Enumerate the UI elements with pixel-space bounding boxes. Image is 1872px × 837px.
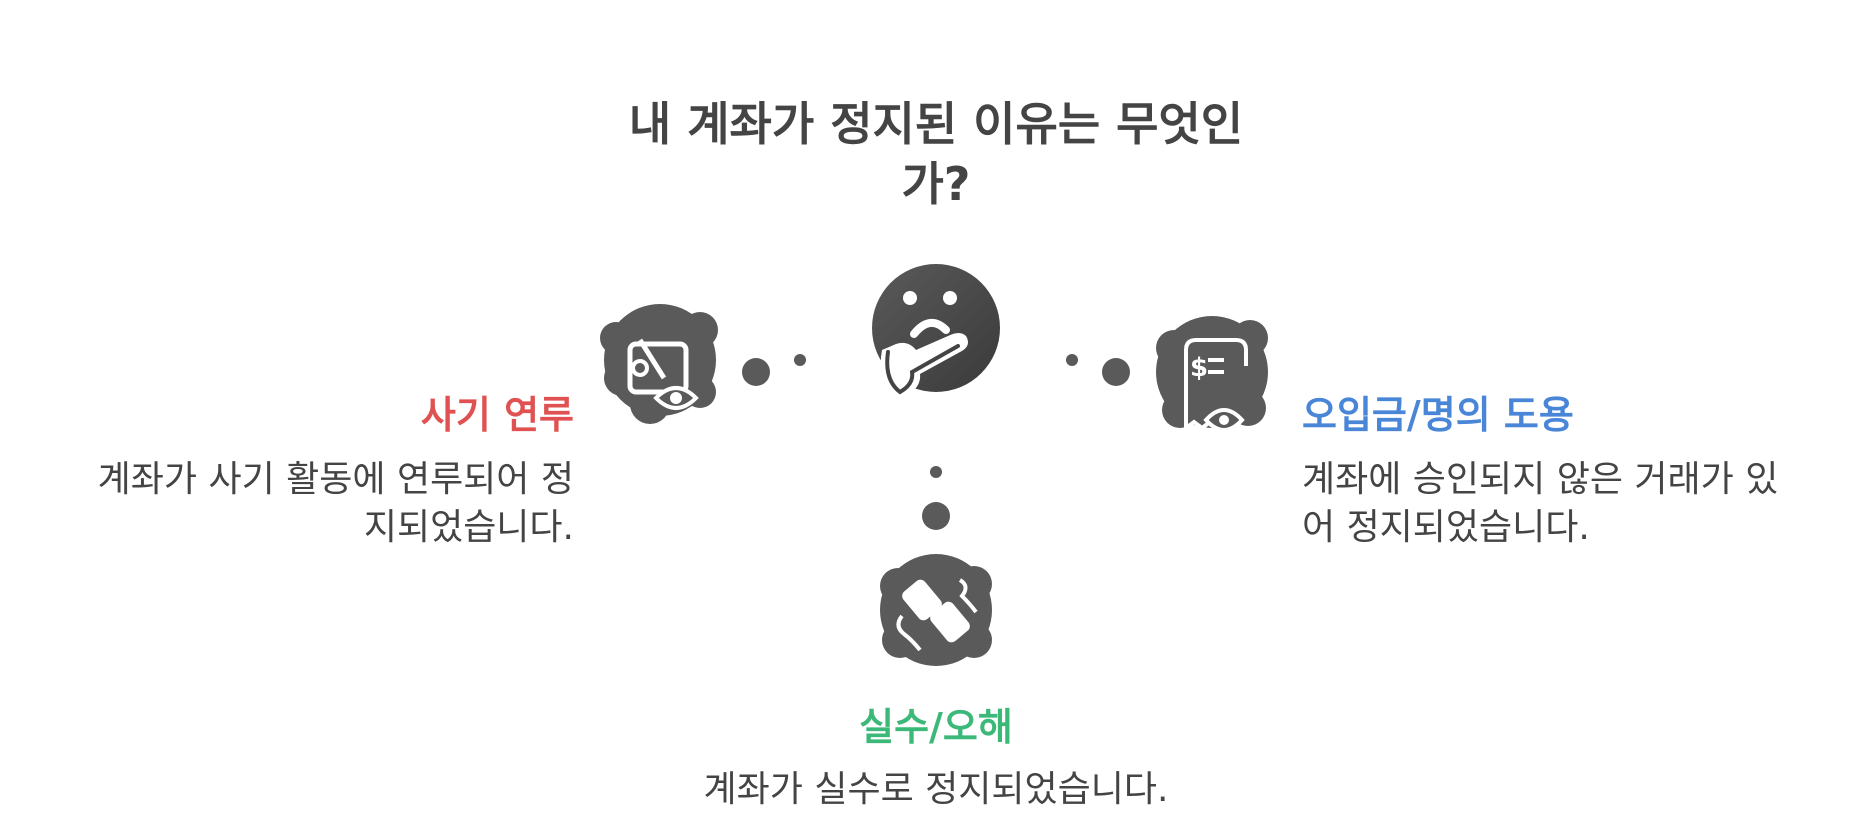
broken-handshake-icon — [880, 554, 992, 666]
diagram-title: 내 계좌가 정지된 이유는 무엇인 가? — [586, 94, 1286, 214]
connector-dots-left — [742, 354, 806, 386]
branch-desc-fraud-line-1: 계좌가 사기 활동에 연루되어 정 — [97, 459, 574, 500]
branch-desc-misuse-line-2: 어 정지되었습니다. — [1302, 507, 1590, 548]
diagram-title-line-2: 가? — [901, 157, 971, 211]
branch-title-mistake: 실수/오해 — [859, 705, 1013, 749]
connector-dots-right — [1066, 354, 1130, 386]
thinking-face-icon — [872, 264, 1000, 400]
branch-desc-mistake-line-1: 계좌가 실수로 정지되었습니다. — [703, 769, 1169, 810]
branch-desc-misuse-line-1: 계좌에 승인되지 않은 거래가 있 — [1302, 459, 1779, 500]
branch-title-fraud: 사기 연루 — [420, 393, 574, 437]
wallet-eye-icon — [600, 304, 718, 424]
svg-text:$: $ — [1190, 353, 1208, 383]
receipt-eye-icon: $ — [1156, 316, 1268, 432]
diagram-title-line-1: 내 계좌가 정지된 이유는 무엇인 — [628, 97, 1244, 151]
connector-dots-bottom — [922, 466, 950, 530]
branch-desc-mistake: 계좌가 실수로 정지되었습니다. — [586, 766, 1286, 814]
branch-desc-fraud: 계좌가 사기 활동에 연루되어 정 지되었습니다. — [98, 456, 574, 552]
branch-desc-fraud-line-2: 지되었습니다. — [363, 507, 574, 548]
branch-desc-misuse: 계좌에 승인되지 않은 거래가 있 어 정지되었습니다. — [1302, 456, 1778, 552]
branch-title-misuse: 오입금/명의 도용 — [1302, 393, 1574, 437]
